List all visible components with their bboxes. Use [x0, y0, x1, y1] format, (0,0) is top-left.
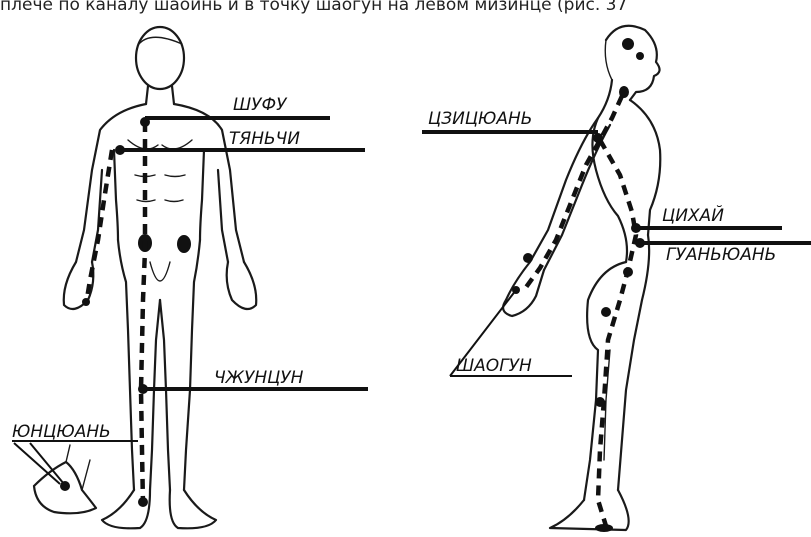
label-tyanchi: ТЯНЬЧИ	[229, 129, 300, 149]
label-shufu: ШУФУ	[233, 95, 288, 115]
point-side-shin	[595, 397, 605, 407]
front-groin	[150, 262, 170, 281]
side-head	[606, 26, 660, 100]
point-side-knee-upper	[601, 307, 611, 317]
side-point-head-2	[636, 52, 644, 60]
front-right-shoulder-arm-outer	[76, 104, 146, 262]
label-tszitsyuan: ЦЗИЦЮАНЬ	[428, 109, 532, 129]
front-head	[136, 27, 184, 89]
point-front-hand	[82, 298, 90, 306]
label-zhuntsun: ЧЖУНЦУН	[214, 368, 304, 388]
label-shaogun: ШАОГУН	[456, 356, 532, 376]
label-yuntsyuan: ЮНЦЮАНЬ	[12, 422, 111, 442]
front-left-hand	[227, 262, 257, 309]
leader-yuntsyuan-b	[30, 443, 64, 484]
side-back	[592, 80, 627, 262]
front-figure	[34, 27, 256, 528]
point-front-foot	[138, 497, 148, 507]
side-arm-front	[544, 125, 610, 270]
front-torso-left-side	[200, 150, 204, 240]
front-torso-right-side	[114, 150, 118, 240]
front-right-foot	[102, 490, 150, 528]
front-chest	[128, 140, 192, 149]
front-right-leg-outer	[118, 240, 134, 490]
side-point-head-1	[622, 38, 634, 50]
front-channel-center	[141, 122, 145, 505]
side-channel-body-leg	[598, 140, 636, 526]
front-right-arm-inner	[92, 170, 102, 262]
side-back-head	[605, 40, 612, 80]
front-left-foot	[170, 490, 216, 528]
front-abs	[135, 175, 185, 202]
front-right-leg-inner	[150, 300, 160, 490]
side-foot	[550, 490, 629, 530]
front-hair	[138, 37, 182, 45]
front-left-leg-outer	[184, 240, 200, 490]
side-arm-back	[506, 118, 598, 300]
front-point-kidney-left	[177, 235, 191, 253]
side-front-torso	[630, 100, 660, 235]
side-front-leg	[618, 235, 649, 490]
point-side-wrist	[523, 253, 533, 263]
label-tsikhay: ЦИХАЙ	[662, 204, 724, 226]
point-side-foot	[595, 524, 613, 532]
front-left-arm-inner	[218, 170, 228, 262]
leader-yuntsyuan-a	[14, 443, 60, 484]
point-tszitsyuan	[593, 133, 603, 143]
label-guanyuan: ГУАНЬЮАНЬ	[666, 245, 776, 265]
side-figure	[503, 26, 660, 532]
inset-ankle	[66, 445, 90, 490]
side-channel-arm	[524, 96, 622, 290]
front-left-leg-inner	[160, 300, 170, 490]
point-side-thigh	[623, 267, 633, 277]
